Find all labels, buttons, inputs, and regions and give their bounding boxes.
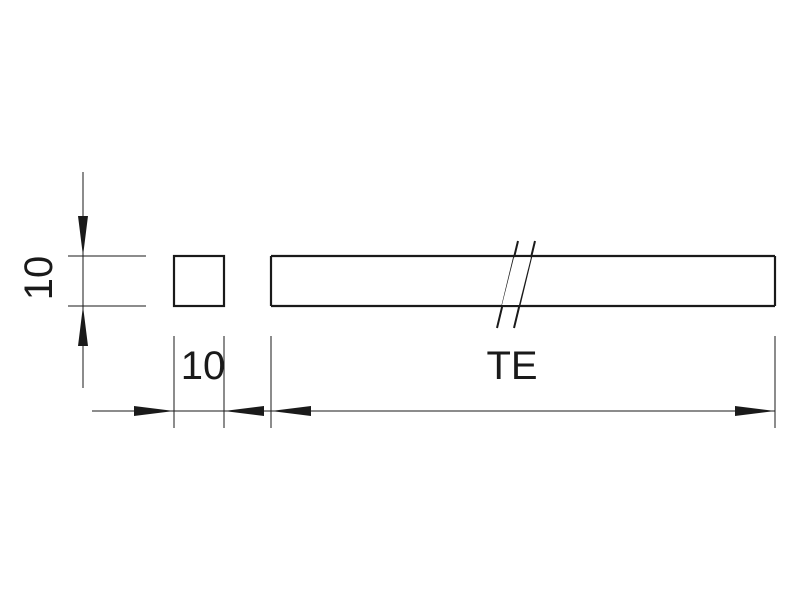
height-dimension-label: 10 — [17, 256, 61, 301]
length-arrow-right — [735, 406, 775, 416]
height-arrow-bottom — [78, 306, 88, 346]
horizontal-dimension — [92, 336, 776, 428]
length-arrow-left — [271, 406, 311, 416]
break-gap — [502, 257, 531, 305]
length-dimension-label: TE — [486, 344, 537, 388]
height-arrow-top — [78, 216, 88, 256]
height-dimension — [68, 172, 146, 388]
width-arrow-left — [134, 406, 174, 416]
width-dimension-label: 10 — [181, 344, 226, 388]
width-arrow-right — [224, 406, 264, 416]
cross-section-square — [172, 254, 226, 308]
bar-side-view — [269, 254, 777, 308]
